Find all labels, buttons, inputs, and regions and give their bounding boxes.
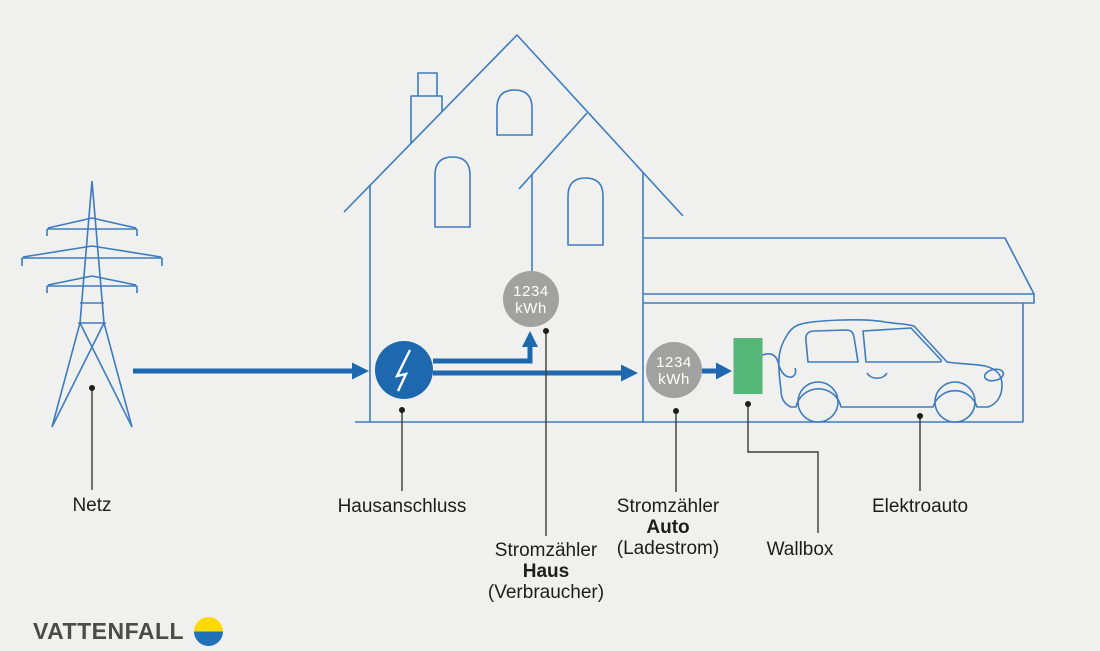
- meter-auto-value: 1234: [656, 354, 692, 371]
- label-meter-auto-line1: Stromzähler: [616, 496, 720, 517]
- car-headlight: [983, 368, 1005, 382]
- house-illustration: [343, 34, 684, 422]
- power-pylon-illustration: [21, 180, 163, 428]
- garage-illustration: [643, 237, 1035, 422]
- pylon-crossarm-top: [46, 217, 138, 236]
- arrowhead-to-house-meter: [522, 331, 538, 347]
- meter-haus-value: 1234: [513, 283, 549, 300]
- logo-wordmark: VATTENFALL: [33, 618, 185, 644]
- lightning-icon: [394, 349, 412, 392]
- meter-auto-circle: [646, 342, 702, 398]
- leader-dot-netz: [89, 385, 95, 391]
- vattenfall-logo: VATTENFALL: [33, 617, 224, 646]
- garage-roof: [643, 237, 1035, 295]
- label-meter-haus-line2: Haus: [522, 561, 570, 582]
- vattenfall-sun-icon: [194, 617, 224, 646]
- leader-lines: [89, 328, 923, 536]
- arrowhead-to-car-meter: [621, 364, 638, 382]
- arrowhead-grid-to-house: [352, 362, 369, 380]
- label-netz: Netz: [72, 495, 112, 516]
- car-front-wheel: [934, 381, 976, 423]
- label-wallbox: Wallbox: [766, 539, 834, 560]
- pylon-rungs: [78, 302, 106, 324]
- label-meter-haus-line1: Stromzähler: [494, 540, 598, 561]
- leader-dot-elektroauto: [917, 413, 923, 419]
- label-elektroauto: Elektroauto: [871, 496, 969, 517]
- car-door-handle: [866, 372, 888, 380]
- leader-dot-meter-auto: [673, 408, 679, 414]
- house-rear-gable-slope: [518, 112, 588, 190]
- power-flow-arrows: [133, 331, 732, 382]
- car-body: [778, 319, 1003, 408]
- meter-auto-unit: kWh: [658, 371, 690, 388]
- arrow-to-house-meter: [433, 347, 533, 364]
- rear-window: [567, 177, 604, 246]
- label-meter-haus-line3: (Verbraucher): [487, 582, 605, 603]
- pylon-crossarm-middle: [21, 245, 163, 266]
- leader-dot-meter-haus: [543, 328, 549, 334]
- pylon-crossarm-bottom: [46, 275, 138, 293]
- arrowhead-meter-to-wallbox: [716, 362, 732, 380]
- gable-window: [496, 89, 533, 136]
- hausanschluss-node: [375, 341, 433, 399]
- meter-haus-unit: kWh: [515, 300, 547, 317]
- garage-fascia: [643, 293, 1035, 304]
- leader-wallbox: [747, 404, 819, 533]
- label-hausanschluss: Hausanschluss: [337, 496, 467, 517]
- meter-haus-circle: [503, 271, 559, 327]
- wallbox-unit: [733, 338, 763, 394]
- pylon-mast: [79, 180, 105, 324]
- label-meter-auto-line2: Auto: [646, 517, 690, 538]
- leader-dot-wallbox: [745, 401, 751, 407]
- car-rear-wheel: [797, 381, 839, 423]
- left-window: [434, 156, 471, 228]
- label-meter-auto: Stromzähler Auto (Ladestrom): [617, 496, 719, 559]
- electric-car-illustration: [778, 319, 1005, 423]
- pylon-legs: [51, 322, 133, 428]
- chimney: [410, 72, 443, 143]
- car-front-side-window: [862, 327, 943, 363]
- charging-cable: [762, 353, 797, 378]
- label-meter-haus: Stromzähler Haus (Verbraucher): [488, 540, 604, 603]
- leader-dot-hausanschluss: [399, 407, 405, 413]
- label-meter-auto-line3: (Ladestrom): [616, 538, 720, 559]
- car-rear-side-window: [805, 329, 859, 363]
- house-main-roof: [343, 34, 684, 217]
- hausanschluss-circle: [375, 341, 433, 399]
